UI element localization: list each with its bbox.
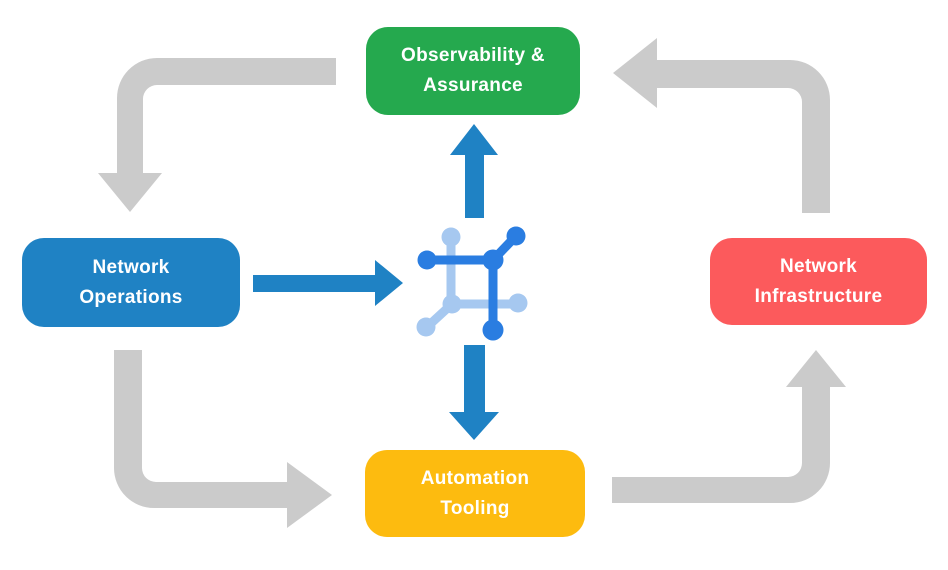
network-mesh-icon-dark-part: [417, 226, 526, 341]
icon-dot-top-right-dark: [506, 226, 526, 246]
node-label-line: Network: [92, 256, 170, 278]
icon-dot-bottom-left-light: [416, 317, 436, 337]
arrow-infrastructure-to-observability: [613, 38, 830, 213]
arrow-center-to-observability: [450, 124, 498, 218]
icon-dot-left-dark: [417, 250, 437, 270]
network-mesh-icon: [416, 226, 528, 341]
arrow-observability-to-operations: [98, 58, 336, 212]
node-label-line: Assurance: [423, 75, 523, 96]
icon-dot-top-light: [441, 227, 461, 247]
icon-node-top-right-corner: [482, 249, 504, 271]
node-label-line: Infrastructure: [754, 285, 883, 307]
arrow-operations-to-center: [253, 260, 403, 306]
node-network-operations: Network Operations: [22, 238, 240, 327]
node-label-line: Observability &: [401, 45, 545, 66]
node-network-infrastructure: Network Infrastructure: [710, 238, 927, 325]
icon-dot-bottom-dark: [482, 319, 504, 341]
arrow-center-to-automation: [449, 345, 499, 440]
node-automation-tooling: Automation Tooling: [365, 450, 585, 537]
node-label-line: Network: [779, 255, 858, 277]
arrow-operations-to-automation: [114, 350, 332, 528]
node-observability-assurance: Observability & Assurance: [366, 27, 580, 115]
node-label-line: Tooling: [440, 497, 510, 519]
network-mesh-icon-light-part: [416, 227, 528, 337]
node-label-line: Operations: [79, 286, 183, 308]
icon-node-bottom-left-corner: [442, 294, 462, 314]
arrow-automation-to-infrastructure: [612, 350, 846, 503]
node-label-line: Automation: [420, 467, 530, 489]
icon-dot-right-light: [508, 293, 528, 313]
